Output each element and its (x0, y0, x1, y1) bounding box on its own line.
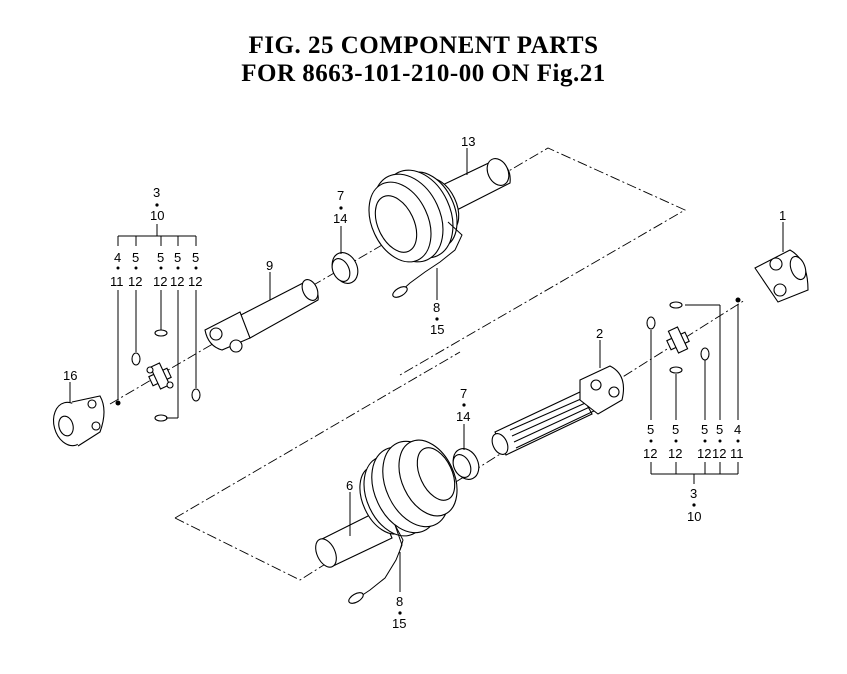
left-cross-joint (146, 362, 174, 390)
upper-bearing-ring (331, 252, 359, 284)
label-1: 1 (779, 208, 786, 223)
figure-title-line-1: FIG. 25 COMPONENT PARTS (248, 32, 599, 59)
label-upper-8: 8 (433, 300, 440, 315)
label-left-col1-b: 11 (110, 274, 124, 289)
label-right-10: 10 (687, 509, 701, 524)
upper-bellow (368, 169, 460, 263)
label-right-col4-b: 12 (712, 446, 726, 461)
label-lower-14: 14 (456, 409, 470, 424)
label-right-col1-b: 12 (643, 446, 657, 461)
right-circlips (646, 297, 741, 374)
label-13: 13 (461, 134, 475, 149)
label-upper-14: 14 (333, 211, 347, 226)
label-right-3: 3 (690, 486, 697, 501)
label-left-col4-b: 12 (170, 274, 184, 289)
upper-safety-chain (392, 221, 463, 298)
label-upper-7: 7 (337, 188, 344, 203)
label-right-col5-b: 11 (730, 446, 744, 461)
label-9: 9 (266, 258, 273, 273)
lower-safety-chain (348, 524, 404, 604)
label-lower-8: 8 (396, 594, 403, 609)
figure-title-line-2: FOR 8663-101-210-00 ON Fig.21 (241, 60, 606, 87)
label-16: 16 (63, 368, 77, 383)
left-end-yoke (52, 395, 105, 447)
label-left-col1-a: 4 (114, 250, 121, 265)
label-right-col2-a: 5 (672, 422, 679, 437)
label-left-col5-b: 12 (188, 274, 202, 289)
lower-guard-tube (315, 509, 393, 568)
label-right-col2-b: 12 (668, 446, 682, 461)
label-left-col5-a: 5 (192, 250, 199, 265)
label-right-col5-a: 4 (734, 422, 741, 437)
assembly-outline-lower-2 (174, 299, 746, 581)
label-2: 2 (596, 326, 603, 341)
label-left-10: 10 (150, 208, 164, 223)
label-lower-7: 7 (460, 386, 467, 401)
label-right-col4-a: 5 (716, 422, 723, 437)
label-left-col4-a: 5 (174, 250, 181, 265)
label-left-3: 3 (153, 185, 160, 200)
lower-bellow (359, 439, 458, 537)
label-left-col3-a: 5 (157, 250, 164, 265)
label-left-col2-b: 12 (128, 274, 142, 289)
splined-shaft (491, 365, 625, 456)
assembly-outline-lower (174, 351, 461, 519)
lower-bearing-ring (452, 448, 480, 480)
label-upper-15: 15 (430, 322, 444, 337)
assembly-outline-upper (109, 147, 686, 405)
right-cross-joint (666, 326, 690, 354)
label-right-col3-b: 12 (697, 446, 711, 461)
label-6: 6 (346, 478, 353, 493)
label-left-col2-a: 5 (132, 250, 139, 265)
label-lower-15: 15 (392, 616, 406, 631)
inner-yoke-tube (204, 279, 319, 353)
label-left-col3-b: 12 (153, 274, 167, 289)
label-right-col3-a: 5 (701, 422, 708, 437)
label-right-col1-a: 5 (647, 422, 654, 437)
right-end-yoke (754, 249, 809, 303)
